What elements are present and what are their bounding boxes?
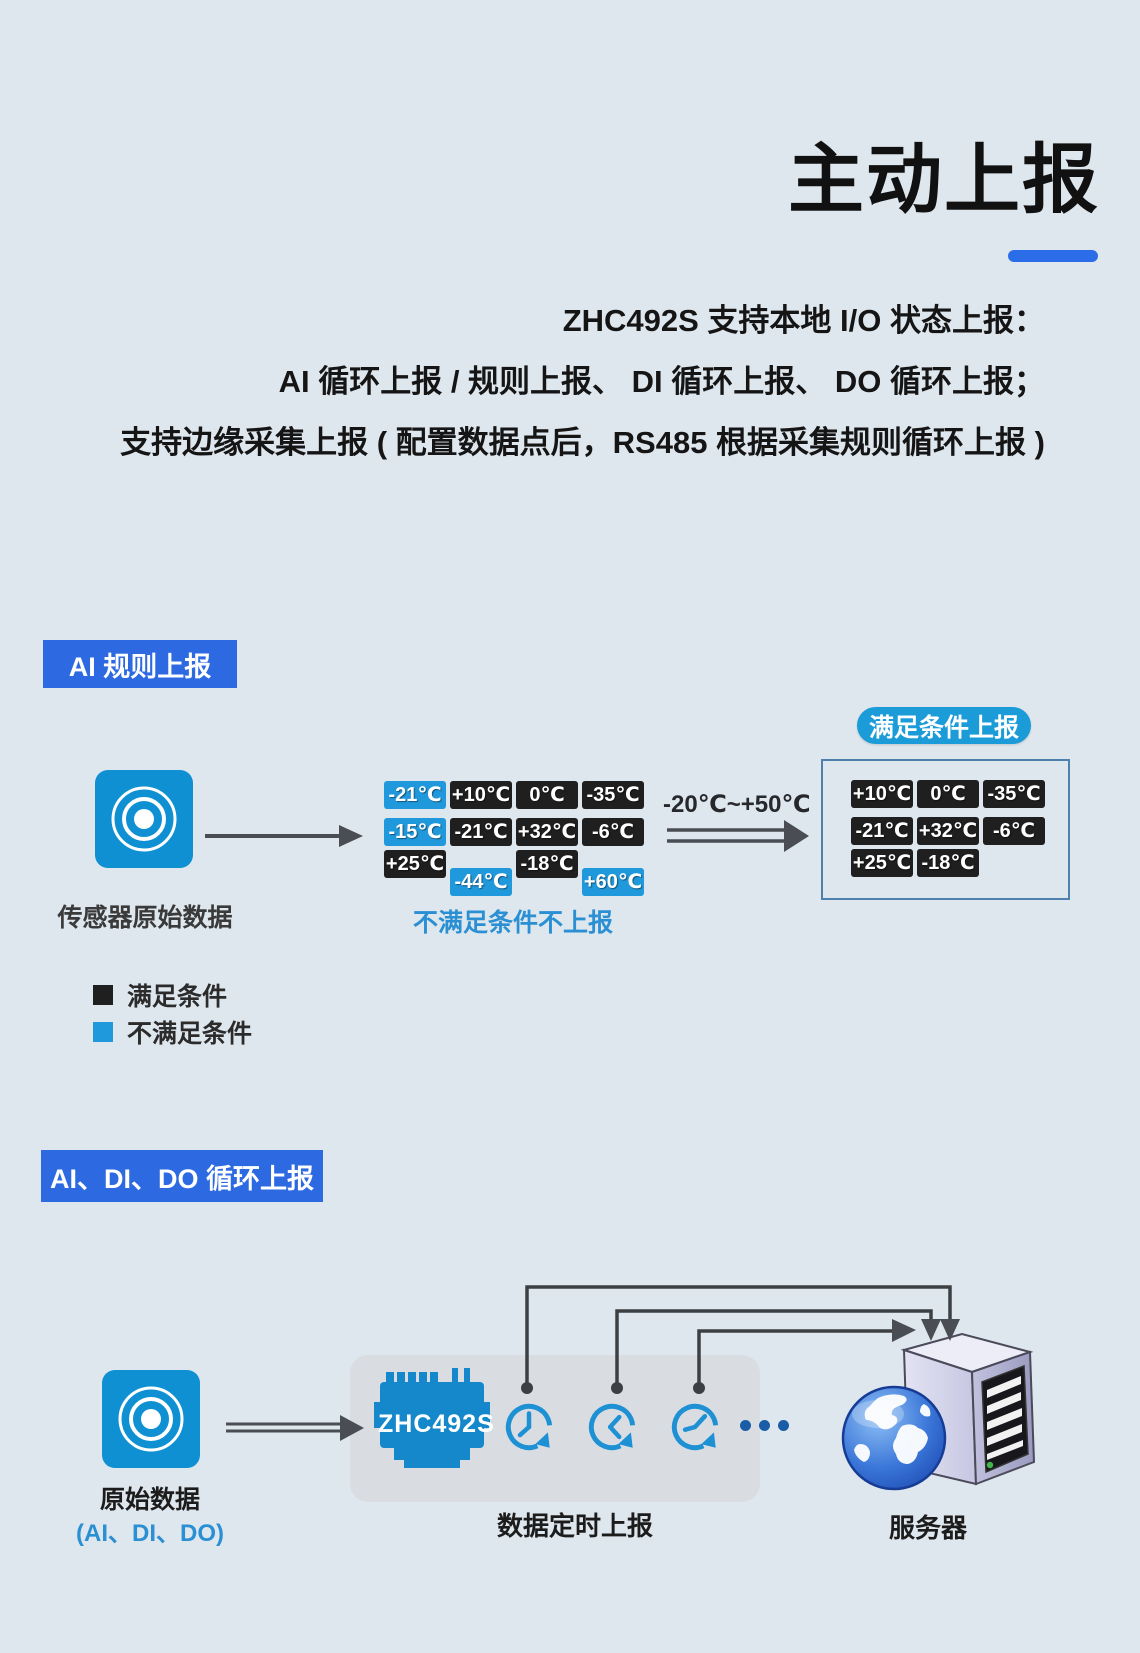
- reject-caption: 不满足条件不上报: [412, 909, 613, 937]
- temp-cell: +32℃: [516, 818, 578, 846]
- temp-cell: 0℃: [917, 780, 979, 808]
- device-label: ZHC492S: [378, 1410, 495, 1438]
- temp-cell: +25℃: [384, 850, 446, 878]
- temp-cell: -35℃: [582, 781, 644, 809]
- range-label: -20℃~+50℃: [663, 791, 811, 818]
- legend-swatch-hit: [93, 985, 113, 1005]
- temp-cell: -21℃: [384, 781, 446, 809]
- temp-cell: +10℃: [450, 781, 512, 809]
- legend-label-miss: 不满足条件: [127, 1020, 253, 1048]
- temp-cell: -35℃: [983, 780, 1045, 808]
- timer-clock-icon: [588, 1403, 636, 1451]
- sensor-icon: [95, 770, 193, 868]
- temp-cell: -15℃: [384, 818, 446, 846]
- legend-label-hit: 满足条件: [127, 983, 228, 1011]
- server-caption: 服务器: [888, 1513, 967, 1543]
- temp-cell: -18℃: [917, 849, 979, 877]
- temp-cell: -18℃: [516, 850, 578, 878]
- accept-badge: 满足条件上报: [857, 707, 1031, 744]
- section-cycle-badge: AI、DI、DO 循环上报: [41, 1150, 323, 1202]
- timer-clock-icon: [671, 1403, 719, 1451]
- temp-cell: -21℃: [851, 817, 913, 845]
- sensor-icon: [102, 1370, 200, 1468]
- legend-item-hit: 满足条件: [93, 977, 227, 1013]
- arrow-filter-double: [667, 820, 809, 852]
- arrow-source-to-panel: [226, 1415, 364, 1441]
- temp-cell: -44℃: [450, 868, 512, 896]
- ellipsis-dots: [740, 1420, 790, 1431]
- timer-clock-icon: [505, 1403, 553, 1451]
- intro-line-1: ZHC492S 支持本地 I/O 状态上报：: [562, 303, 1045, 338]
- legend-swatch-miss: [93, 1022, 113, 1042]
- page-title: 主动上报: [788, 138, 1100, 223]
- temp-cell: +60℃: [582, 868, 644, 896]
- temp-cell: -6℃: [582, 818, 644, 846]
- accepted-box: [821, 759, 1070, 900]
- temp-cell: +25℃: [851, 849, 913, 877]
- temp-cell: -21℃: [450, 818, 512, 846]
- intro-line-2: AI 循环上报 / 规则上报、 DI 循环上报、 DO 循环上报；: [278, 364, 1045, 399]
- server-icon: [841, 1332, 1036, 1491]
- raw-data-sub-caption: (AI、DI、DO): [76, 1520, 224, 1547]
- temp-cell: -6℃: [983, 817, 1045, 845]
- sensor-caption: 传感器原始数据: [57, 904, 233, 932]
- dtu-device-icon: [374, 1368, 490, 1468]
- temp-cell: +10℃: [851, 780, 913, 808]
- section-rule-badge: AI 规则上报: [43, 640, 237, 688]
- intro-paragraph: ZHC492S 支持本地 I/O 状态上报： AI 循环上报 / 规则上报、 D…: [25, 290, 1045, 473]
- temp-cell: 0℃: [516, 781, 578, 809]
- arrow-sensor-to-grid: [205, 825, 363, 847]
- title-underline: [1008, 250, 1098, 262]
- timer-caption: 数据定时上报: [496, 1511, 653, 1541]
- temp-cell: +32℃: [917, 817, 979, 845]
- intro-line-3: 支持边缘采集上报 ( 配置数据点后，RS485 根据采集规则循环上报 ): [120, 425, 1045, 460]
- legend-item-miss: 不满足条件: [93, 1014, 252, 1050]
- raw-data-caption: 原始数据: [99, 1486, 200, 1514]
